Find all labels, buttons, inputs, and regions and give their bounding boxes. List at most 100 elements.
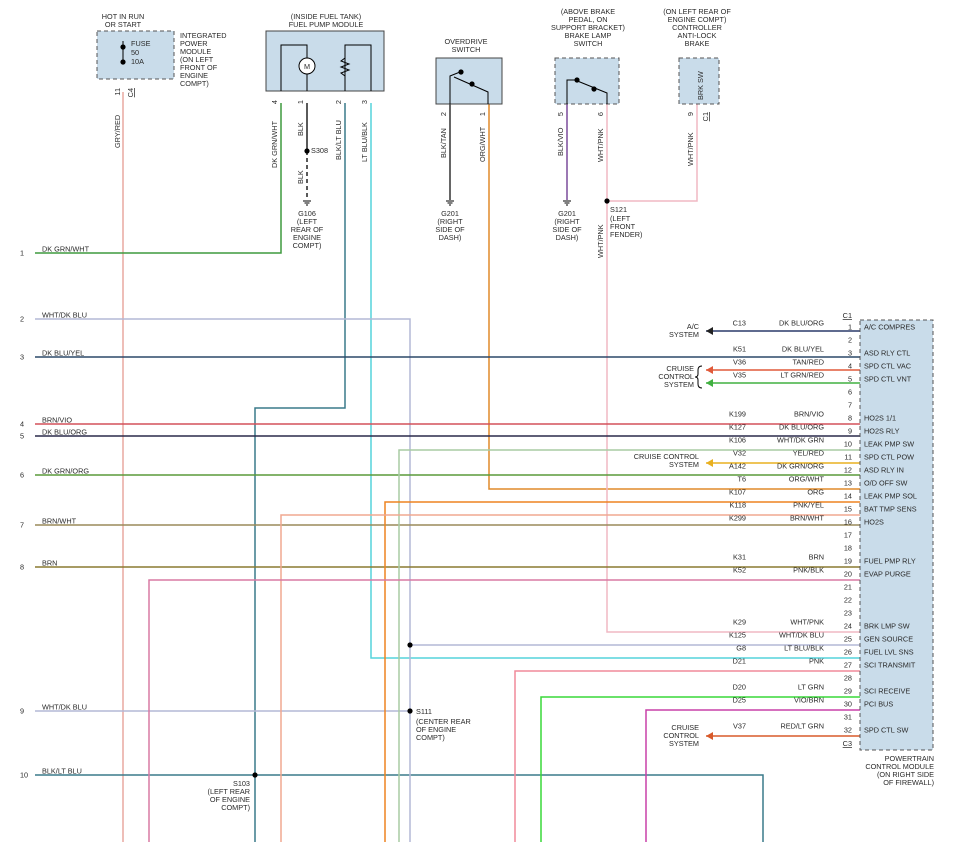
splice-location: (LEFT <box>610 214 631 223</box>
pin-number: 2 <box>439 112 448 116</box>
pcm-pin-number: 15 <box>844 505 852 514</box>
ipm-label: (ON LEFT <box>180 55 214 64</box>
circuit-id: K199 <box>729 410 746 419</box>
splice-location: OF ENGINE <box>416 725 456 734</box>
wire-org <box>384 501 860 842</box>
wire-color-label: RED/LT GRN <box>780 722 824 731</box>
splice-label: S103 <box>233 779 250 788</box>
wire-color-label: DK BLU/YEL <box>782 345 824 354</box>
wire-color-label: WHT/PNK <box>596 224 605 258</box>
ipm-header: HOT IN RUN <box>102 12 144 21</box>
pcm-pin-function: A/C COMPRES <box>864 323 915 332</box>
row-number: 7 <box>20 521 24 530</box>
pcm-pin-function: LEAK PMP SW <box>864 440 914 449</box>
wire-color-label: VIO/BRN <box>794 696 824 705</box>
abs-box <box>678 57 720 105</box>
pcm-pin-number: 5 <box>848 375 852 384</box>
splice-location: (CENTER REAR <box>416 717 471 726</box>
cruise-control-label: CRUISE <box>666 364 694 373</box>
splice-s308 <box>304 148 310 154</box>
pcm-pin-number: 10 <box>844 440 852 449</box>
row-number: 3 <box>20 353 24 362</box>
pcm-pin-function: SPD CTL VAC <box>864 362 911 371</box>
pcm-pin-function: BRK LMP SW <box>864 622 910 631</box>
switch-blade <box>453 76 489 104</box>
arrow-head <box>706 459 713 467</box>
pin-number: 3 <box>360 100 369 104</box>
wire-lt-grn <box>540 696 860 842</box>
wire-pnk-yel <box>280 514 860 842</box>
arrow-head <box>706 366 713 374</box>
splice-location: COMPT) <box>221 803 250 812</box>
circuit-id: K29 <box>733 618 746 627</box>
cruise-control-label: SYSTEM <box>664 380 694 389</box>
wire-color-label: BRN/VIO <box>794 410 824 419</box>
ground-location: COMPT) <box>293 241 322 250</box>
wires-layer <box>35 92 860 842</box>
pcm-pin-function: HO2S 1/1 <box>864 414 896 423</box>
wire-color-label: BRN/WHT <box>42 517 77 526</box>
wire-color-label: BLK/LT BLU <box>42 767 82 776</box>
wire-color-label: BLK/VIO <box>556 127 565 156</box>
arrow-head <box>706 327 713 335</box>
wire-color-label: LT GRN <box>798 683 824 692</box>
splice-location: (LEFT REAR <box>208 787 250 796</box>
wire-color-label: ORG/WHT <box>478 126 487 162</box>
ground-location: DASH) <box>439 233 462 242</box>
switch-terminal <box>591 86 597 92</box>
wire-dk-grn-wht <box>35 103 282 254</box>
pcm-pin-function: O/D OFF SW <box>864 479 907 488</box>
pin-number: 9 <box>686 112 695 116</box>
pin-number: 11 <box>113 88 122 96</box>
pcm-pin-number: 17 <box>844 531 852 540</box>
splice-s111 <box>407 708 413 714</box>
pcm-pin-number: 1 <box>848 323 852 332</box>
wire-color-label: DK BLU/ORG <box>42 428 87 437</box>
pcm-pin-number: 2 <box>848 336 852 345</box>
fuse-label: 10A <box>131 57 144 66</box>
connector-label: C1 <box>701 112 710 121</box>
ground-location: (RIGHT <box>437 217 463 226</box>
abs-header: ANTI-LOCK <box>678 31 717 40</box>
splice-s111 <box>407 642 413 648</box>
circuit-id: V32 <box>733 449 746 458</box>
circuit-id: K118 <box>730 501 747 510</box>
wire-color-label: BLK <box>296 122 305 136</box>
row-number: 9 <box>20 707 24 716</box>
circuit-id: C13 <box>733 319 746 328</box>
pcm-pin-function: HO2S RLY <box>864 427 900 436</box>
brake-lamp-header: SWITCH <box>574 39 603 48</box>
arrow-head <box>706 379 713 387</box>
ground-location: (RIGHT <box>554 217 580 226</box>
wire-blk-lt-blu <box>254 103 346 842</box>
pcm-pin-function: SCI RECEIVE <box>864 687 910 696</box>
wire-color-label: PNK/YEL <box>793 501 824 510</box>
wire-color-label: YEL/RED <box>793 449 824 458</box>
pcm-pin-number: 18 <box>844 544 852 553</box>
splice-location: OF ENGINE <box>210 795 250 804</box>
pcm-pin-number: 9 <box>848 427 852 436</box>
pcm-pin-number: 8 <box>848 414 852 423</box>
circuit-id: V35 <box>733 371 746 380</box>
ipm-label: POWER <box>180 39 208 48</box>
circuit-id: V36 <box>733 358 746 367</box>
brake-lamp-header: PEDAL, ON <box>569 15 608 24</box>
circuit-id: D20 <box>733 683 746 692</box>
wire-color-label: BLK <box>296 170 305 184</box>
pcm-title: CONTROL MODULE <box>865 762 934 771</box>
wire-color-label: WHT/DK GRN <box>777 436 824 445</box>
wire-color-label: DK BLU/ORG <box>779 423 824 432</box>
pcm-pin-number: 31 <box>844 713 852 722</box>
wire-color-label: PNK/BLK <box>793 566 824 575</box>
connector-label: C1 <box>843 311 852 320</box>
circuit-id: K299 <box>729 514 746 523</box>
wire-color-label: PNK <box>809 657 824 666</box>
pin-number: 4 <box>270 100 279 104</box>
cruise-control-label: SYSTEM <box>669 739 699 748</box>
cruise-control-label: CRUISE CONTROL <box>634 452 699 461</box>
ground-label: G106 <box>298 209 316 218</box>
switch-terminal <box>574 77 580 83</box>
wire-wht-dk-grn <box>398 449 860 842</box>
circuit-id: K31 <box>733 553 746 562</box>
